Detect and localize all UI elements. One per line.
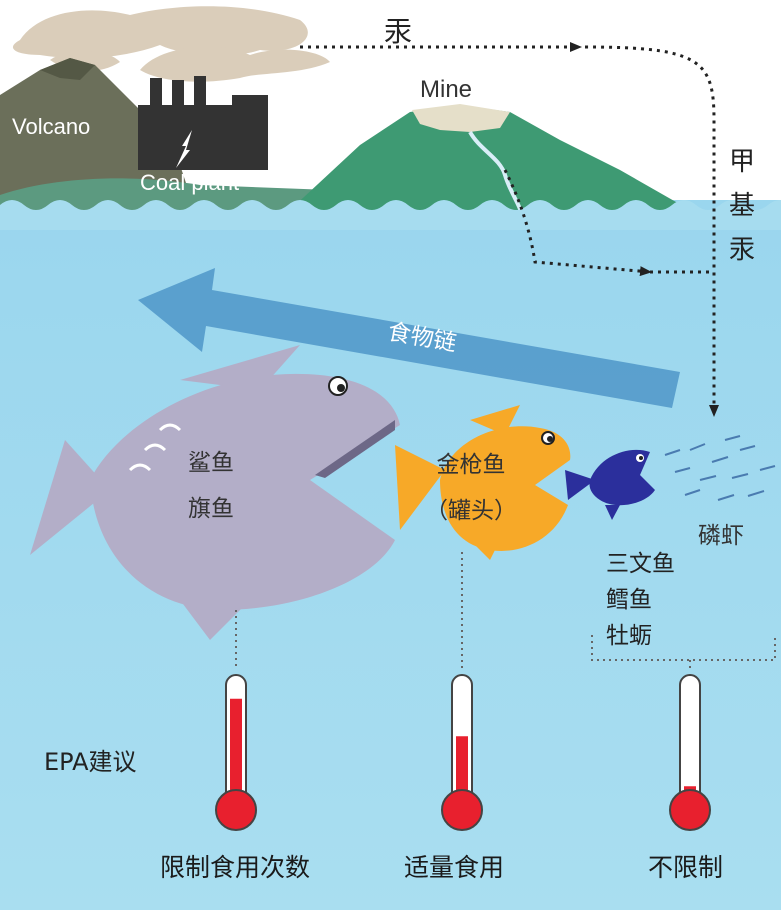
thermometer-limited: [215, 674, 257, 831]
advice-moderate-label: 适量食用: [404, 853, 505, 882]
coal-plant: [138, 76, 268, 170]
tuna-name: 金枪鱼: [436, 452, 506, 478]
smoke-clouds: [12, 6, 330, 82]
epa-label: EPA建议: [44, 748, 137, 776]
mine-mountain: [290, 104, 690, 216]
small-fish: [565, 449, 655, 520]
cod-name: 鳕鱼: [606, 587, 652, 613]
methylmercury-char-1: 甲: [728, 147, 755, 177]
methylmercury-arrow: [584, 45, 719, 417]
methylmercury-char-3: 汞: [728, 235, 755, 265]
mercury-label: 汞: [384, 15, 413, 48]
small-fish-group-label: 三文鱼 鳕鱼 牡蛎: [606, 546, 675, 654]
advice-limited-label: 限制食用次数: [160, 853, 311, 882]
mercury-level-fill: [230, 698, 242, 805]
methylmercury-label: 甲 基 汞: [722, 140, 762, 272]
volcano-label: Volcano: [12, 114, 91, 139]
food-chain-arrow: [138, 268, 680, 408]
tuna-fish: [395, 405, 571, 560]
tuna-group-label: 金枪鱼 （罐头）: [425, 442, 517, 534]
thermometer-unlimited: [669, 674, 711, 831]
shark-fish: [30, 345, 400, 640]
methylmercury-char-2: 基: [728, 191, 755, 221]
shark-name: 鲨鱼: [188, 450, 234, 476]
bracket-connector: [591, 635, 776, 670]
krill-cloud: [664, 435, 776, 501]
thermometer-moderate: [441, 674, 483, 831]
salmon-name: 三文鱼: [606, 551, 675, 577]
krill-label: 磷虾: [698, 523, 744, 549]
advice-unlimited-label: 不限制: [648, 853, 724, 882]
oyster-name: 牡蛎: [606, 623, 652, 649]
shark-group-label: 鲨鱼 旗鱼: [188, 440, 234, 532]
mine-label: Mine: [420, 76, 473, 103]
marlin-name: 旗鱼: [188, 496, 234, 522]
wave-line: [0, 200, 781, 230]
coal-plant-label: Coal plant: [140, 170, 240, 195]
canned-note: （罐头）: [425, 498, 517, 524]
mercury-level-fill: [456, 736, 468, 805]
